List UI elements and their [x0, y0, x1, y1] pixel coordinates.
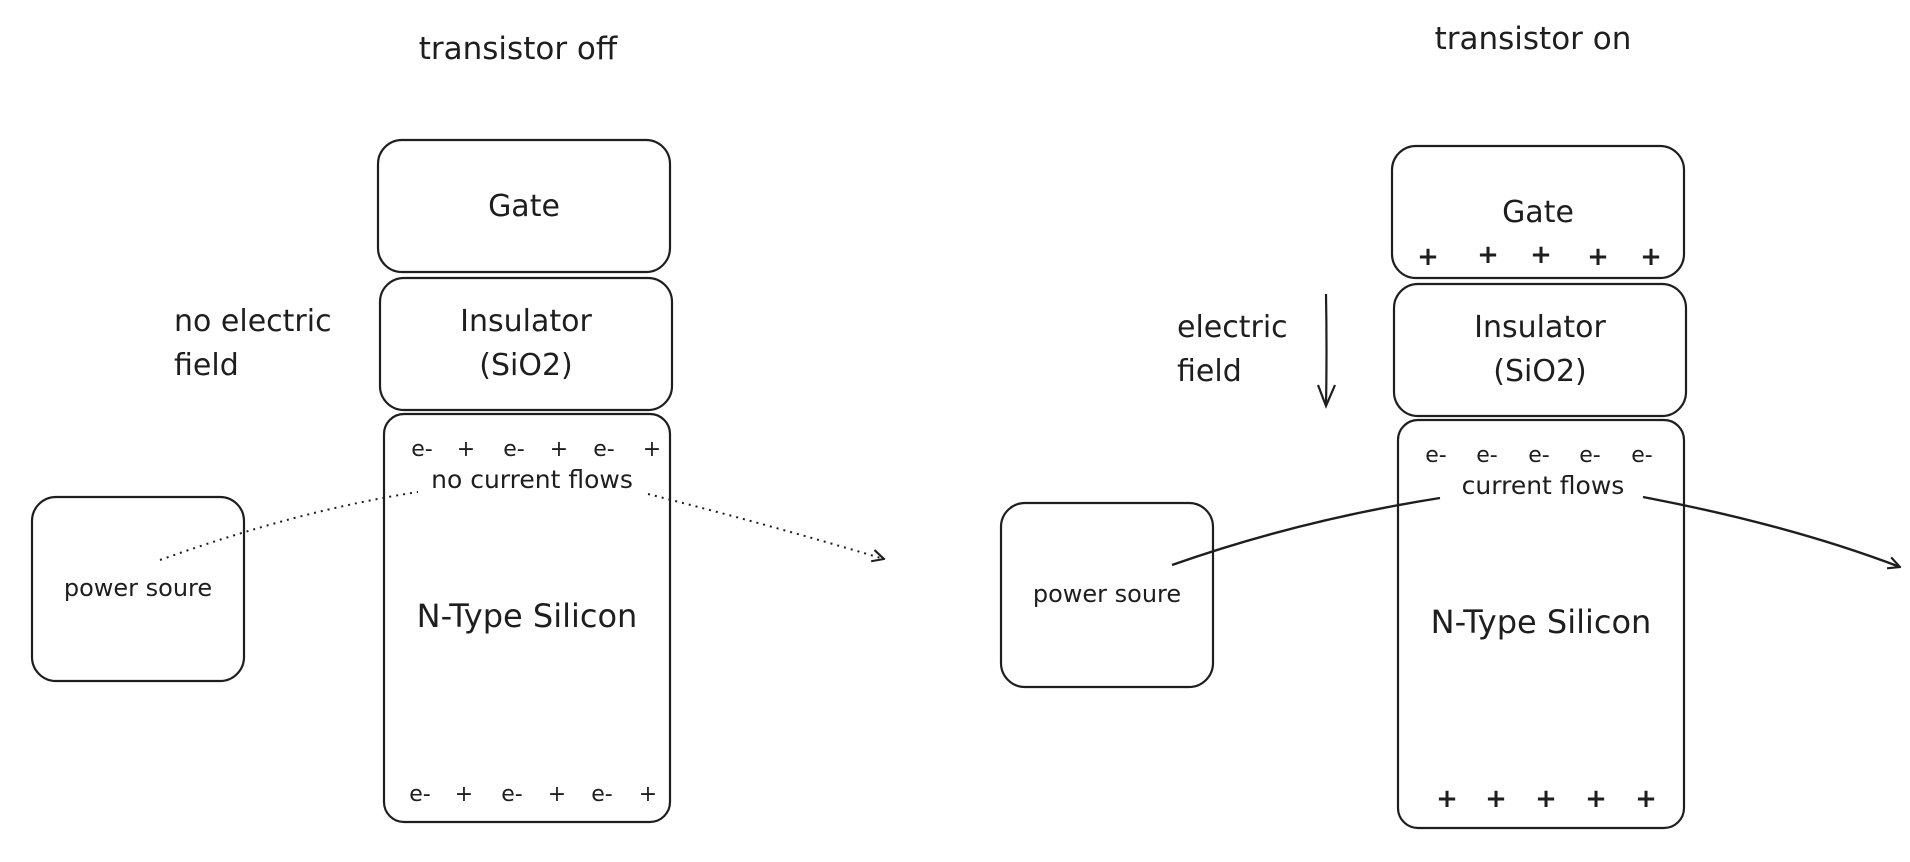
off-field-label-line2: field — [174, 348, 239, 383]
off-current-label: no current flows — [431, 465, 633, 494]
on-panel: transistor on Gate + + + + + Insulator (… — [999, 21, 1900, 830]
on-gate-charge: + — [1587, 242, 1609, 272]
on-bottom-charge: + — [1635, 784, 1657, 814]
off-field-label-line1: no electric — [174, 304, 332, 339]
on-top-charge: e- — [1476, 443, 1497, 468]
on-gate-charge: + — [1417, 242, 1439, 272]
on-bottom-charge: + — [1585, 784, 1607, 814]
off-top-charge: + — [457, 437, 475, 462]
off-insulator-box — [378, 276, 674, 412]
on-silicon-label: N-Type Silicon — [1431, 603, 1652, 641]
on-gate-charge: + — [1640, 242, 1662, 272]
off-silicon-box — [382, 412, 672, 824]
on-field-label-line1: electric — [1177, 310, 1288, 345]
on-top-charge: e- — [1528, 443, 1549, 468]
on-gate-charge: + — [1530, 240, 1552, 270]
on-title: transistor on — [1435, 21, 1632, 57]
on-top-charge: e- — [1631, 443, 1652, 468]
off-power-source-label: power soure — [64, 574, 212, 602]
on-field-label-line2: field — [1177, 354, 1242, 389]
on-top-charge: e- — [1579, 443, 1600, 468]
on-current-path-out — [1642, 495, 1900, 567]
off-silicon-label: N-Type Silicon — [417, 597, 638, 635]
on-current-label: current flows — [1462, 471, 1625, 500]
on-current-path-in — [1171, 496, 1441, 567]
off-bottom-charge: + — [548, 782, 566, 807]
on-power-source-box — [999, 501, 1215, 689]
off-bottom-charge: e- — [501, 782, 522, 807]
off-top-charge: e- — [503, 437, 524, 462]
off-insulator-label-line2: (SiO2) — [479, 348, 573, 383]
off-bottom-charge: e- — [409, 782, 430, 807]
on-bottom-charge: + — [1485, 784, 1507, 814]
on-top-charge: e- — [1425, 443, 1446, 468]
on-gate-label: Gate — [1502, 195, 1574, 230]
off-top-charge: e- — [411, 437, 432, 462]
off-current-path-in — [159, 491, 419, 561]
on-silicon-box — [1396, 418, 1686, 830]
on-bottom-charge: + — [1535, 784, 1557, 814]
off-bottom-charge: e- — [591, 782, 612, 807]
off-top-charge: e- — [593, 437, 614, 462]
on-insulator-label-line2: (SiO2) — [1493, 354, 1587, 389]
on-bottom-charge: + — [1436, 784, 1458, 814]
off-power-source-box — [30, 495, 246, 683]
on-insulator-box — [1392, 282, 1688, 418]
off-title: transistor off — [419, 31, 618, 67]
off-gate-box — [376, 138, 672, 274]
off-top-charge: + — [550, 437, 568, 462]
electric-field-arrow-icon — [1316, 293, 1337, 409]
off-panel: transistor off Gate Insulator (SiO2) no … — [30, 31, 884, 824]
on-insulator-label-line1: Insulator — [1474, 310, 1606, 345]
off-bottom-charge: + — [639, 782, 657, 807]
off-bottom-charge: + — [455, 782, 473, 807]
on-gate-charge: + — [1477, 240, 1499, 270]
off-gate-label: Gate — [488, 189, 560, 224]
on-power-source-label: power soure — [1033, 580, 1181, 608]
off-current-path-out — [647, 493, 884, 559]
off-top-charge: + — [643, 437, 661, 462]
off-insulator-label-line1: Insulator — [460, 304, 592, 339]
on-gate-box — [1390, 144, 1686, 280]
